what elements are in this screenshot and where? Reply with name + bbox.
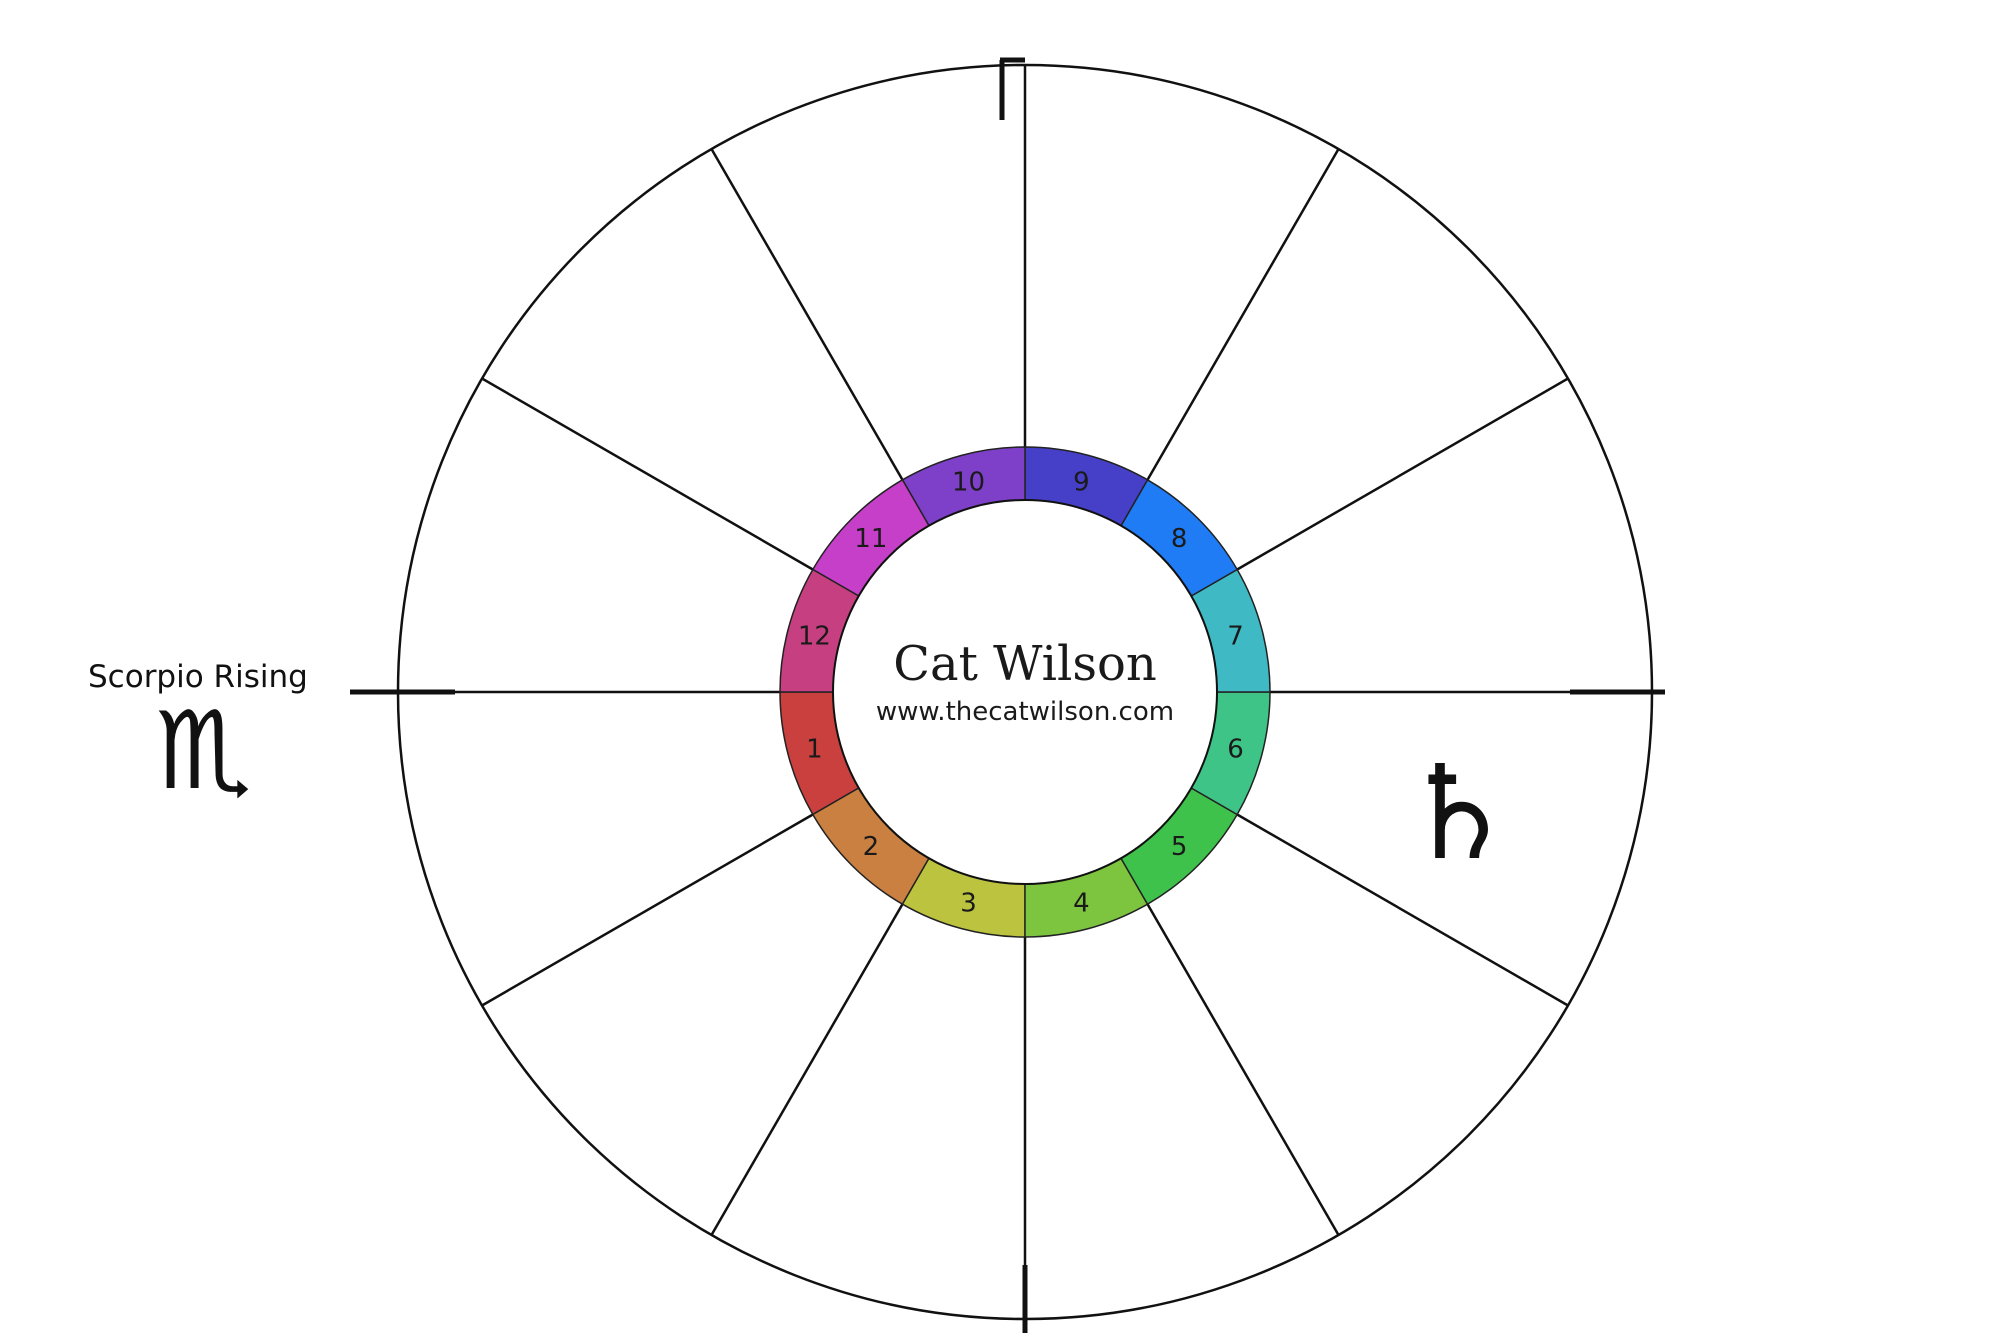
house-number-3: 3 [960, 889, 977, 919]
house-number-12: 12 [798, 622, 831, 652]
house-divider [481, 813, 814, 1007]
saturn-glyph-icon: ♄ [1400, 737, 1517, 889]
house-number-10: 10 [952, 467, 985, 497]
horizon-axis [350, 57, 1665, 1333]
center-url: www.thecatwilson.com [876, 697, 1174, 727]
house-number-2: 2 [863, 832, 880, 862]
house-divider [710, 903, 904, 1236]
house-number-8: 8 [1171, 524, 1188, 554]
house-divider [710, 148, 904, 481]
house-divider [1146, 903, 1340, 1236]
house-number-11: 11 [854, 524, 887, 554]
rising-label: Scorpio Rising [88, 659, 308, 695]
house-number-6: 6 [1227, 734, 1244, 764]
scorpio-glyph-icon: ♏ [155, 689, 252, 814]
house-divider [1236, 813, 1569, 1007]
center-disc [832, 499, 1218, 885]
house-divider [1236, 377, 1569, 571]
house-number-9: 9 [1073, 467, 1090, 497]
house-number-4: 4 [1073, 889, 1090, 919]
house-number-7: 7 [1227, 622, 1244, 652]
house-dividers [398, 65, 1652, 1319]
house-number-5: 5 [1171, 832, 1188, 862]
house-number-1: 1 [806, 734, 823, 764]
house-divider [1146, 148, 1340, 481]
center-name: Cat Wilson [893, 636, 1157, 692]
house-divider [481, 377, 814, 571]
